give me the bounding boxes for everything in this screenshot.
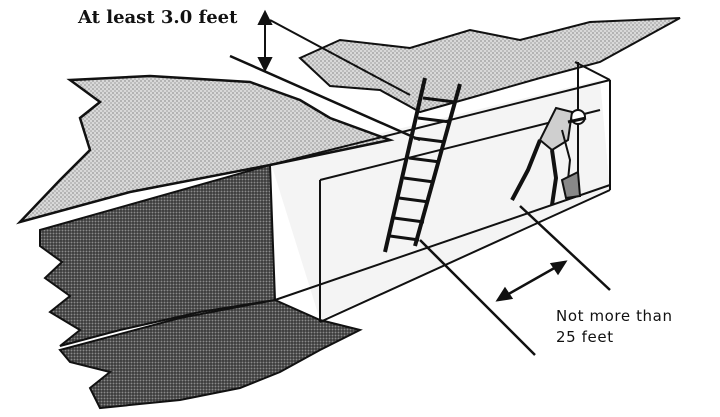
ladder-rail-extension xyxy=(269,19,411,96)
ladder xyxy=(383,77,462,253)
spacing-dimension xyxy=(419,205,611,356)
spacing-label-line1: Not more than xyxy=(556,307,673,325)
min-height-label: At least 3.0 feet xyxy=(78,7,238,28)
lower-soil-band xyxy=(58,298,363,410)
trench-outline xyxy=(269,61,611,323)
height-dimension-arrow xyxy=(257,9,273,73)
trench-top-edge xyxy=(229,54,421,142)
spacing-label: Not more than 25 feet xyxy=(556,306,673,348)
far-ground-surface xyxy=(298,17,681,114)
worker-figure xyxy=(510,106,587,206)
spacing-label-line2: 25 feet xyxy=(556,328,614,346)
near-ground-surface xyxy=(16,74,395,225)
